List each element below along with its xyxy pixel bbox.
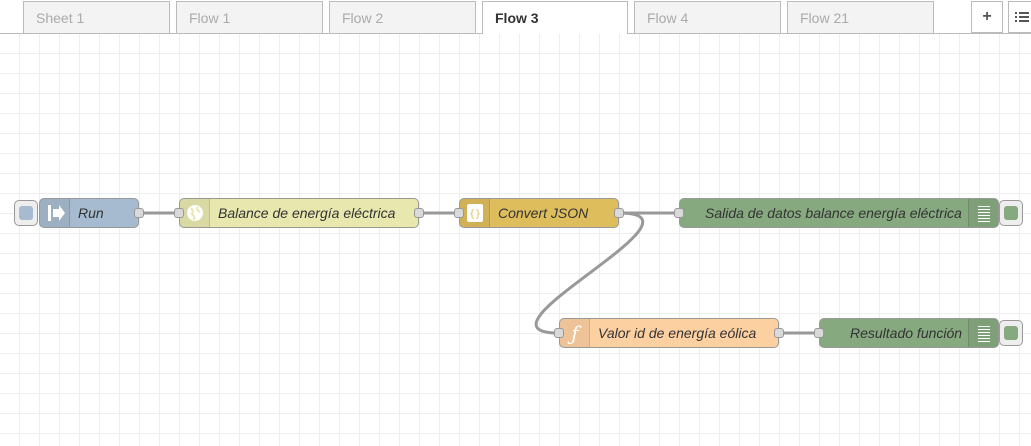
tab-sheet-1[interactable]: Sheet 1 <box>23 1 170 33</box>
inject-button-fill <box>19 206 33 220</box>
node-label: Convert JSON <box>498 205 589 221</box>
node-debug-salida[interactable]: Salida de datos balance energía eléctric… <box>674 198 999 228</box>
debug-list-icon <box>968 199 998 227</box>
plus-icon: + <box>982 8 992 25</box>
output-port[interactable] <box>414 208 424 218</box>
tab-flow-4[interactable]: Flow 4 <box>634 1 781 33</box>
node-run[interactable]: Run <box>39 198 144 228</box>
tab-flow-1[interactable]: Flow 1 <box>176 1 323 33</box>
output-port[interactable] <box>134 208 144 218</box>
node-function[interactable]: ƒ Valor id de energía eólica <box>554 318 784 348</box>
tab-label: Sheet 1 <box>36 10 85 26</box>
input-port[interactable] <box>814 328 824 338</box>
tab-label: Flow 3 <box>495 10 539 26</box>
inject-trigger-button[interactable] <box>14 200 38 226</box>
node-http-request[interactable]: Balance de energía eléctrica <box>174 198 424 228</box>
debug-toggle-button[interactable] <box>999 200 1023 226</box>
debug-list-icon <box>968 319 998 347</box>
debug-toggle-fill <box>1004 206 1018 220</box>
inject-arrow-icon <box>40 199 70 227</box>
debug-toggle-button[interactable] <box>999 320 1023 346</box>
input-port[interactable] <box>554 328 564 338</box>
tab-label: Flow 21 <box>800 10 850 26</box>
svg-text:{}: {} <box>469 209 481 220</box>
tab-label: Flow 1 <box>189 10 231 26</box>
node-label: Resultado función <box>850 325 963 341</box>
flow-canvas[interactable]: Run Balance de energía eléctrica {} Conv… <box>0 34 1031 446</box>
svg-text:ƒ: ƒ <box>567 321 582 345</box>
node-label: Balance de energía eléctrica <box>218 205 396 221</box>
output-port[interactable] <box>774 328 784 338</box>
input-port[interactable] <box>454 208 464 218</box>
wire-json-to-function[interactable] <box>534 211 645 335</box>
tab-flow-21[interactable]: Flow 21 <box>787 1 934 33</box>
list-icon <box>1015 12 1029 22</box>
node-convert-json[interactable]: {} Convert JSON <box>454 198 624 228</box>
tab-flow-3[interactable]: Flow 3 <box>482 1 628 35</box>
workspace-tab-bar: Sheet 1 Flow 1 Flow 2 Flow 3 Flow 4 Flow… <box>0 0 1031 35</box>
globe-icon <box>180 199 210 227</box>
list-flows-button[interactable] <box>1008 1 1031 33</box>
node-label: Run <box>78 205 104 221</box>
input-port[interactable] <box>174 208 184 218</box>
input-port[interactable] <box>674 208 684 218</box>
node-debug-resultado[interactable]: Resultado función <box>814 318 999 348</box>
tab-label: Flow 4 <box>647 10 689 26</box>
json-braces-icon: {} <box>460 199 490 227</box>
add-flow-button[interactable]: + <box>971 1 1003 33</box>
function-icon: ƒ <box>560 319 590 347</box>
node-label: Salida de datos balance energía eléctric… <box>705 205 962 221</box>
tab-label: Flow 2 <box>342 10 384 26</box>
node-label: Valor id de energía eólica <box>598 325 757 341</box>
tab-flow-2[interactable]: Flow 2 <box>329 1 476 33</box>
wires-layer <box>139 211 819 335</box>
debug-toggle-fill <box>1004 326 1018 340</box>
output-port[interactable] <box>614 208 624 218</box>
